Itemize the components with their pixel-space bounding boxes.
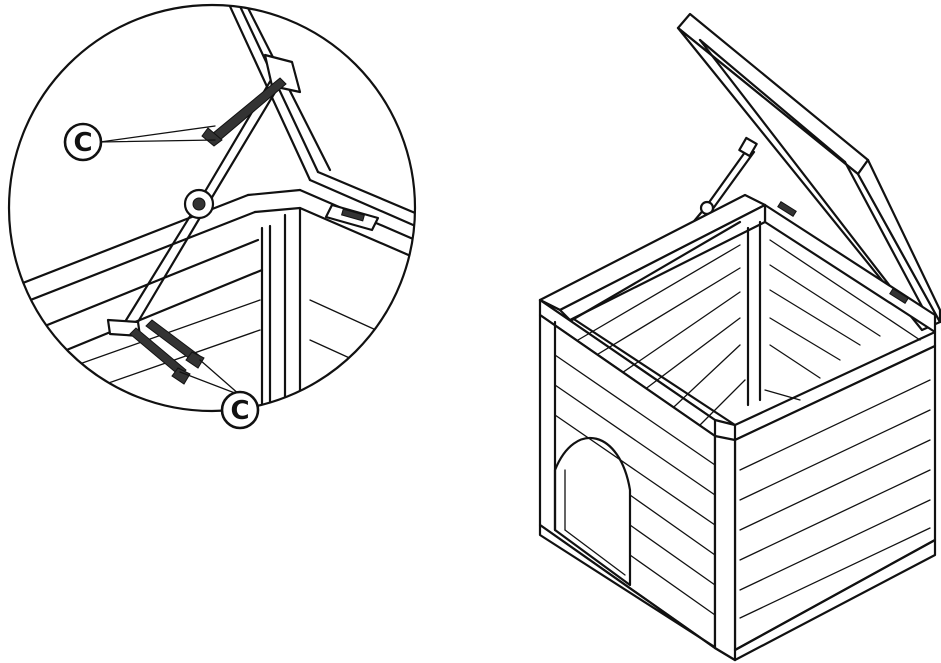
- detail-screw-lower-2: [145, 319, 205, 369]
- detail-hinge-plate: [324, 203, 380, 232]
- detail-screw-upper: [201, 77, 287, 147]
- callout-c-upper-label: C: [73, 128, 92, 158]
- doghouse-interior: [570, 220, 921, 426]
- callout-c-lower: C: [179, 359, 260, 430]
- detail-box-rails: [9, 188, 415, 411]
- callout-c-lower-label: C: [230, 396, 249, 426]
- detail-circle-outline: [7, 3, 417, 413]
- detail-view: [7, 3, 417, 413]
- doghouse: [538, 12, 941, 662]
- doghouse-right-wall: [713, 344, 937, 662]
- detail-screw-lower-1: [129, 327, 191, 385]
- doghouse-lid: [676, 12, 941, 332]
- callout-c-upper: C: [63, 122, 216, 162]
- detail-view-contents: [9, 5, 415, 411]
